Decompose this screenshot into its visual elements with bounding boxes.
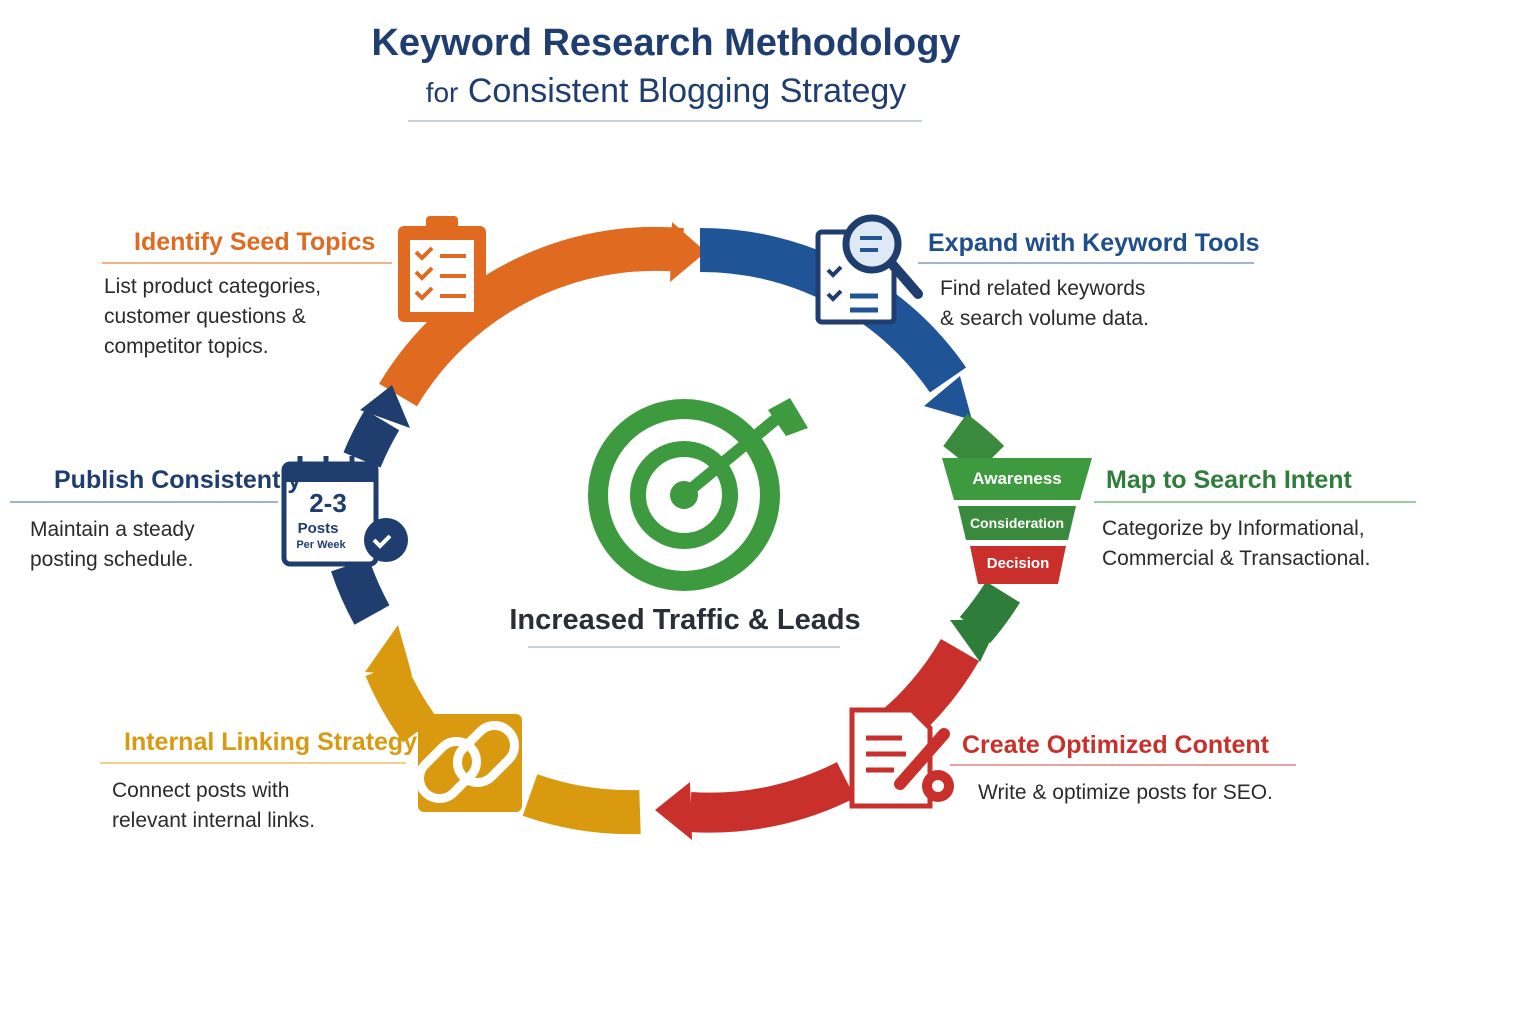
desc-line: & search volume data.	[940, 307, 1149, 330]
title-divider	[408, 120, 922, 122]
step-title-internal-linking: Internal Linking Strategy	[124, 728, 418, 756]
desc-line: customer questions &	[104, 305, 306, 328]
step-desc-create-optimized-content: Write & optimize posts for SEO.	[978, 778, 1273, 808]
step-divider	[10, 501, 278, 503]
page-subtitle: for Consistent Blogging Strategy	[0, 72, 1332, 111]
desc-line: relevant internal links.	[112, 809, 316, 832]
step-title-expand-keyword-tools: Expand with Keyword Tools	[928, 229, 1260, 257]
funnel-icon	[942, 458, 1092, 584]
desc-line: Connect posts with	[112, 779, 290, 802]
funnel-level-consideration: Consideration	[969, 515, 1065, 531]
desc-line: Categorize by Informational,	[1102, 517, 1365, 540]
desc-line: List product categories,	[104, 275, 322, 298]
step-desc-map-search-intent: Categorize by Informational, Commercial …	[1102, 514, 1370, 574]
step-divider	[950, 764, 1296, 766]
desc-line: Find related keywords	[940, 277, 1146, 300]
calendar-line1: Posts	[297, 520, 339, 537]
chain-link-icon	[415, 714, 522, 812]
cycle-arrow-orange	[379, 222, 706, 407]
step-divider	[1094, 501, 1416, 503]
desc-line: Maintain a steady	[30, 518, 195, 541]
step-desc-internal-linking: Connect posts with relevant internal lin…	[112, 776, 315, 836]
calendar-line2: Per Week	[296, 539, 346, 551]
step-title-publish-consistently: Publish Consistently	[54, 466, 302, 494]
center-label: Increased Traffic & Leads	[509, 604, 861, 636]
clipboard-checklist-icon	[398, 216, 486, 322]
step-title-map-search-intent: Map to Search Intent	[1106, 466, 1352, 494]
target-icon	[588, 398, 808, 591]
desc-line: competitor topics.	[104, 335, 269, 358]
document-pencil-gear-icon	[849, 707, 954, 809]
funnel-level-decision: Decision	[986, 555, 1050, 572]
step-divider	[102, 262, 392, 264]
step-divider	[918, 262, 1254, 264]
calendar-count: 2-3	[309, 488, 347, 518]
magnifier-document-icon	[815, 214, 923, 325]
funnel-level-awareness: Awareness	[972, 469, 1062, 488]
step-title-identify-seed-topics: Identify Seed Topics	[134, 228, 376, 256]
calendar-icon	[281, 456, 408, 567]
subtitle-text: Consistent Blogging Strategy	[467, 72, 907, 110]
page-title: Keyword Research Methodology	[371, 22, 961, 64]
step-desc-identify-seed-topics: List product categories, customer questi…	[104, 272, 321, 362]
subtitle-prefix: for	[425, 77, 459, 108]
center-divider	[528, 646, 840, 648]
step-divider	[100, 762, 406, 764]
desc-line: Write & optimize posts for SEO.	[978, 781, 1273, 804]
desc-line: posting schedule.	[30, 548, 194, 571]
step-title-create-optimized-content: Create Optimized Content	[962, 731, 1269, 759]
desc-line: Commercial & Transactional.	[1102, 547, 1371, 570]
step-desc-publish-consistently: Maintain a steady posting schedule.	[30, 515, 195, 575]
step-desc-expand-keyword-tools: Find related keywords & search volume da…	[940, 274, 1149, 334]
